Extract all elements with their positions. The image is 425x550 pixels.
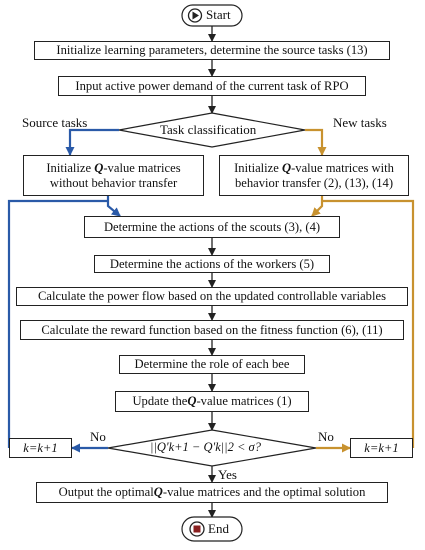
output-box: Output the optimal Q-value matrices and … xyxy=(36,482,388,503)
task-classification-diamond xyxy=(118,112,306,148)
role-box: Determine the role of each bee xyxy=(119,355,305,374)
update-box: Update the Q-value matrices (1) xyxy=(115,391,309,412)
k-increment-right-box: k=k+1 xyxy=(350,438,413,458)
task-classification-label: Task classification xyxy=(160,122,257,137)
init-transfer-box: Initialize Q-value matrices with behavio… xyxy=(219,155,409,196)
source-tasks-label: Source tasks xyxy=(22,115,88,130)
input-demand-text: Input active power demand of the current… xyxy=(75,78,349,93)
power-flow-box: Calculate the power flow based on the up… xyxy=(16,287,408,306)
workers-box: Determine the actions of the workers (5) xyxy=(94,255,330,273)
end-label: End xyxy=(208,521,229,536)
no-right-label: No xyxy=(318,429,334,444)
reward-box: Calculate the reward function based on t… xyxy=(20,320,404,340)
scouts-box: Determine the actions of the scouts (3),… xyxy=(84,216,340,238)
init-no-transfer-box: Initialize Q-value matrices without beha… xyxy=(23,155,204,196)
k-increment-left-box: k=k+1 xyxy=(9,438,72,458)
yes-label: Yes xyxy=(218,467,237,482)
convergence-diamond xyxy=(107,429,317,467)
convergence-condition: ||Q'k+1 − Q'k||2 < σ? xyxy=(150,440,261,454)
new-tasks-label: New tasks xyxy=(333,115,387,130)
source-task-path xyxy=(7,128,121,453)
input-demand-box: Input active power demand of the current… xyxy=(58,76,366,96)
no-left-label: No xyxy=(90,429,106,444)
new-task-path xyxy=(305,128,415,453)
start-label: Start xyxy=(206,7,231,22)
init-params-text: Initialize learning parameters, determin… xyxy=(56,43,368,58)
init-params-box: Initialize learning parameters, determin… xyxy=(34,41,390,60)
